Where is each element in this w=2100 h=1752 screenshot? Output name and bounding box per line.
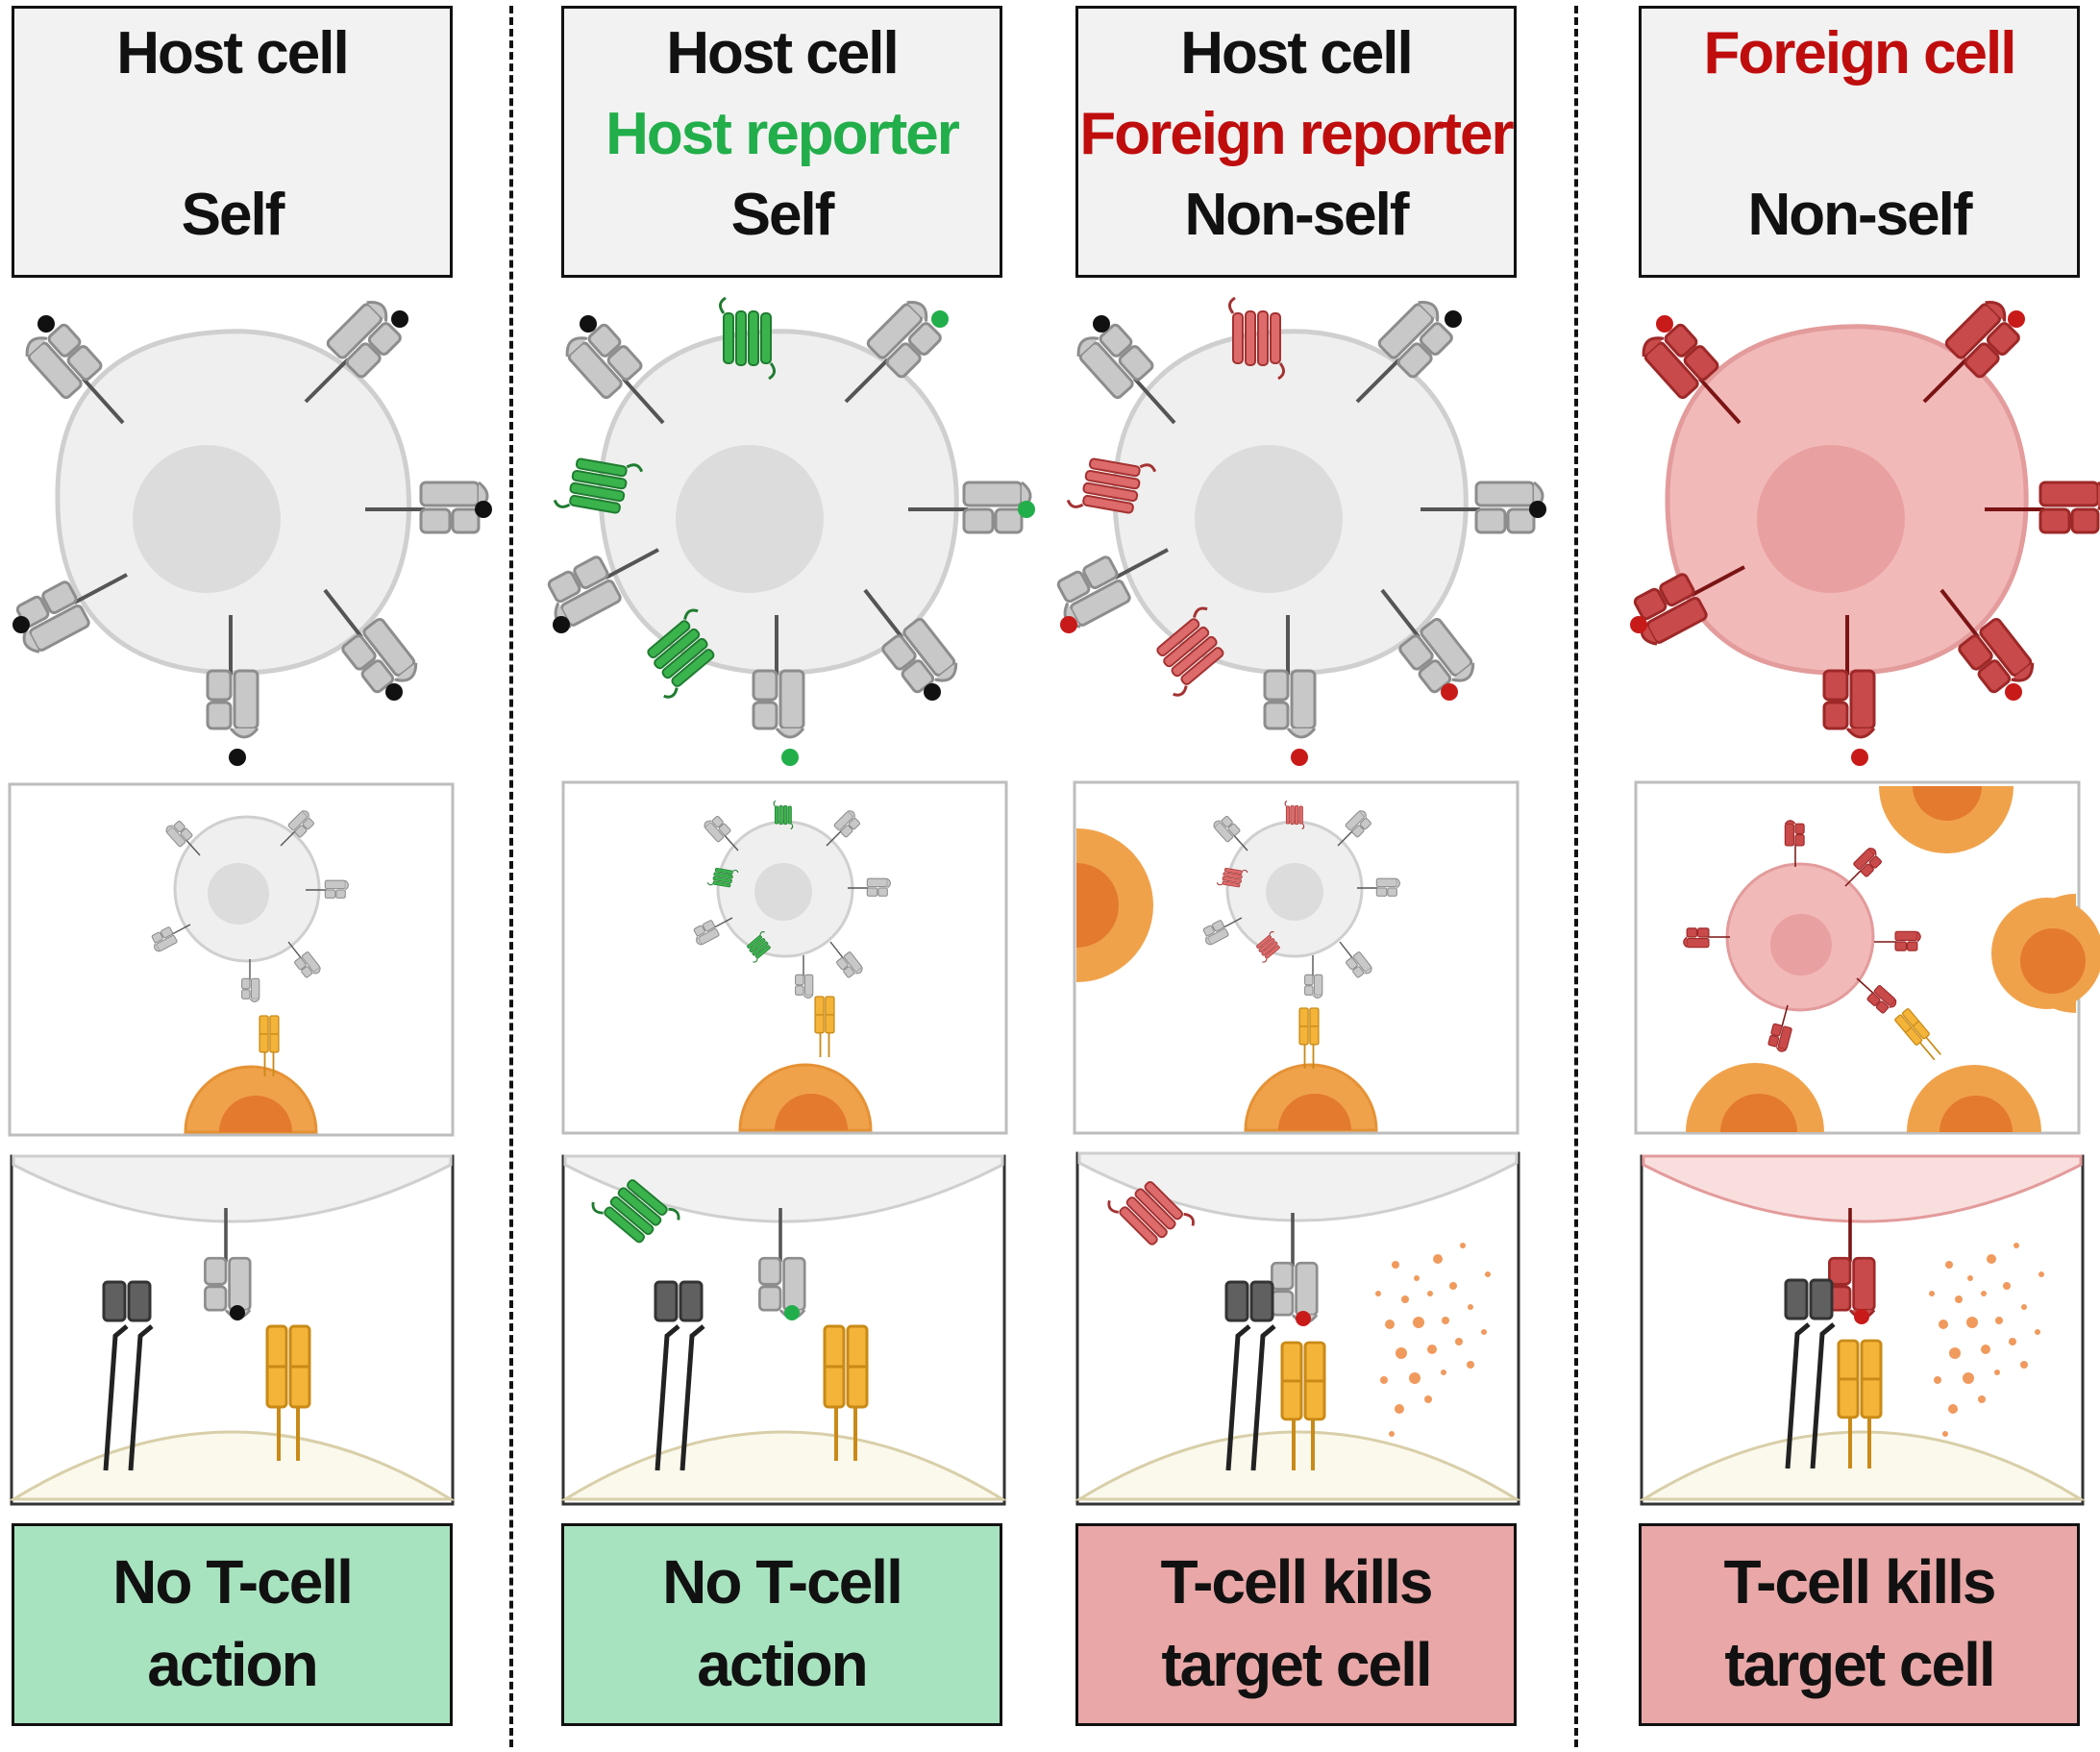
panel1-outcome: No T-cell action — [12, 1523, 453, 1726]
panel1-header-title: Host cell — [116, 20, 349, 86]
panel4-header-title: Foreign cell — [1703, 20, 2017, 86]
panel2-interaction-box — [561, 780, 1008, 1135]
panel3-outcome-line1: T-cell kills — [1160, 1547, 1434, 1616]
panel2-outcome-line1: No T-cell — [662, 1547, 903, 1616]
panel4-outcome: T-cell kills target cell — [1639, 1523, 2080, 1726]
panel1-outcome-line1: No T-cell — [112, 1547, 354, 1616]
panel4-synapse-box — [1638, 1154, 2087, 1506]
panel1-header-status: Self — [181, 182, 285, 248]
panel1-synapse-box — [8, 1154, 457, 1506]
panel4-outcome-line2: target cell — [1724, 1630, 1995, 1699]
panel4-outcome-line1: T-cell kills — [1723, 1547, 1997, 1616]
panel4-header-status: Non-self — [1747, 182, 1973, 248]
panel3-interaction-box — [1073, 780, 1519, 1135]
panel2-synapse-box — [559, 1154, 1008, 1506]
panel3-outcome-line2: target cell — [1161, 1630, 1432, 1699]
panel1-header: Host cell Self — [12, 6, 453, 278]
panel2-big-cell — [540, 296, 1032, 739]
panel2-header-reporter: Host reporter — [605, 101, 960, 167]
panel3-header-reporter: Foreign reporter — [1079, 101, 1514, 167]
row1-antigen-dots — [12, 310, 2025, 766]
panel3-header: Host cell Foreign reporter Non-self — [1075, 6, 1517, 278]
panel1-outcome-line2: action — [147, 1630, 318, 1699]
panel3-big-cell — [1050, 296, 1544, 739]
panel2-header-title: Host cell — [666, 20, 899, 86]
panel2-header: Host cell Host reporter Self — [561, 6, 1002, 278]
panel1-big-cell — [9, 296, 489, 739]
divider-2 — [1574, 6, 1578, 1747]
panel2-outcome-line2: action — [697, 1630, 868, 1699]
panel3-outcome: T-cell kills target cell — [1075, 1523, 1517, 1726]
panel3-header-status: Non-self — [1184, 182, 1410, 248]
panel4-interaction-box — [1634, 780, 2100, 1135]
panel4-header: Foreign cell Non-self — [1639, 6, 2080, 278]
panel4-big-cell — [1626, 296, 2100, 739]
panel3-synapse-box — [1074, 1151, 1522, 1506]
panel2-header-status: Self — [730, 182, 835, 248]
panel2-outcome: No T-cell action — [561, 1523, 1002, 1726]
panel3-header-title: Host cell — [1180, 20, 1413, 86]
divider-1 — [509, 6, 513, 1747]
panel1-interaction-box — [8, 782, 455, 1137]
